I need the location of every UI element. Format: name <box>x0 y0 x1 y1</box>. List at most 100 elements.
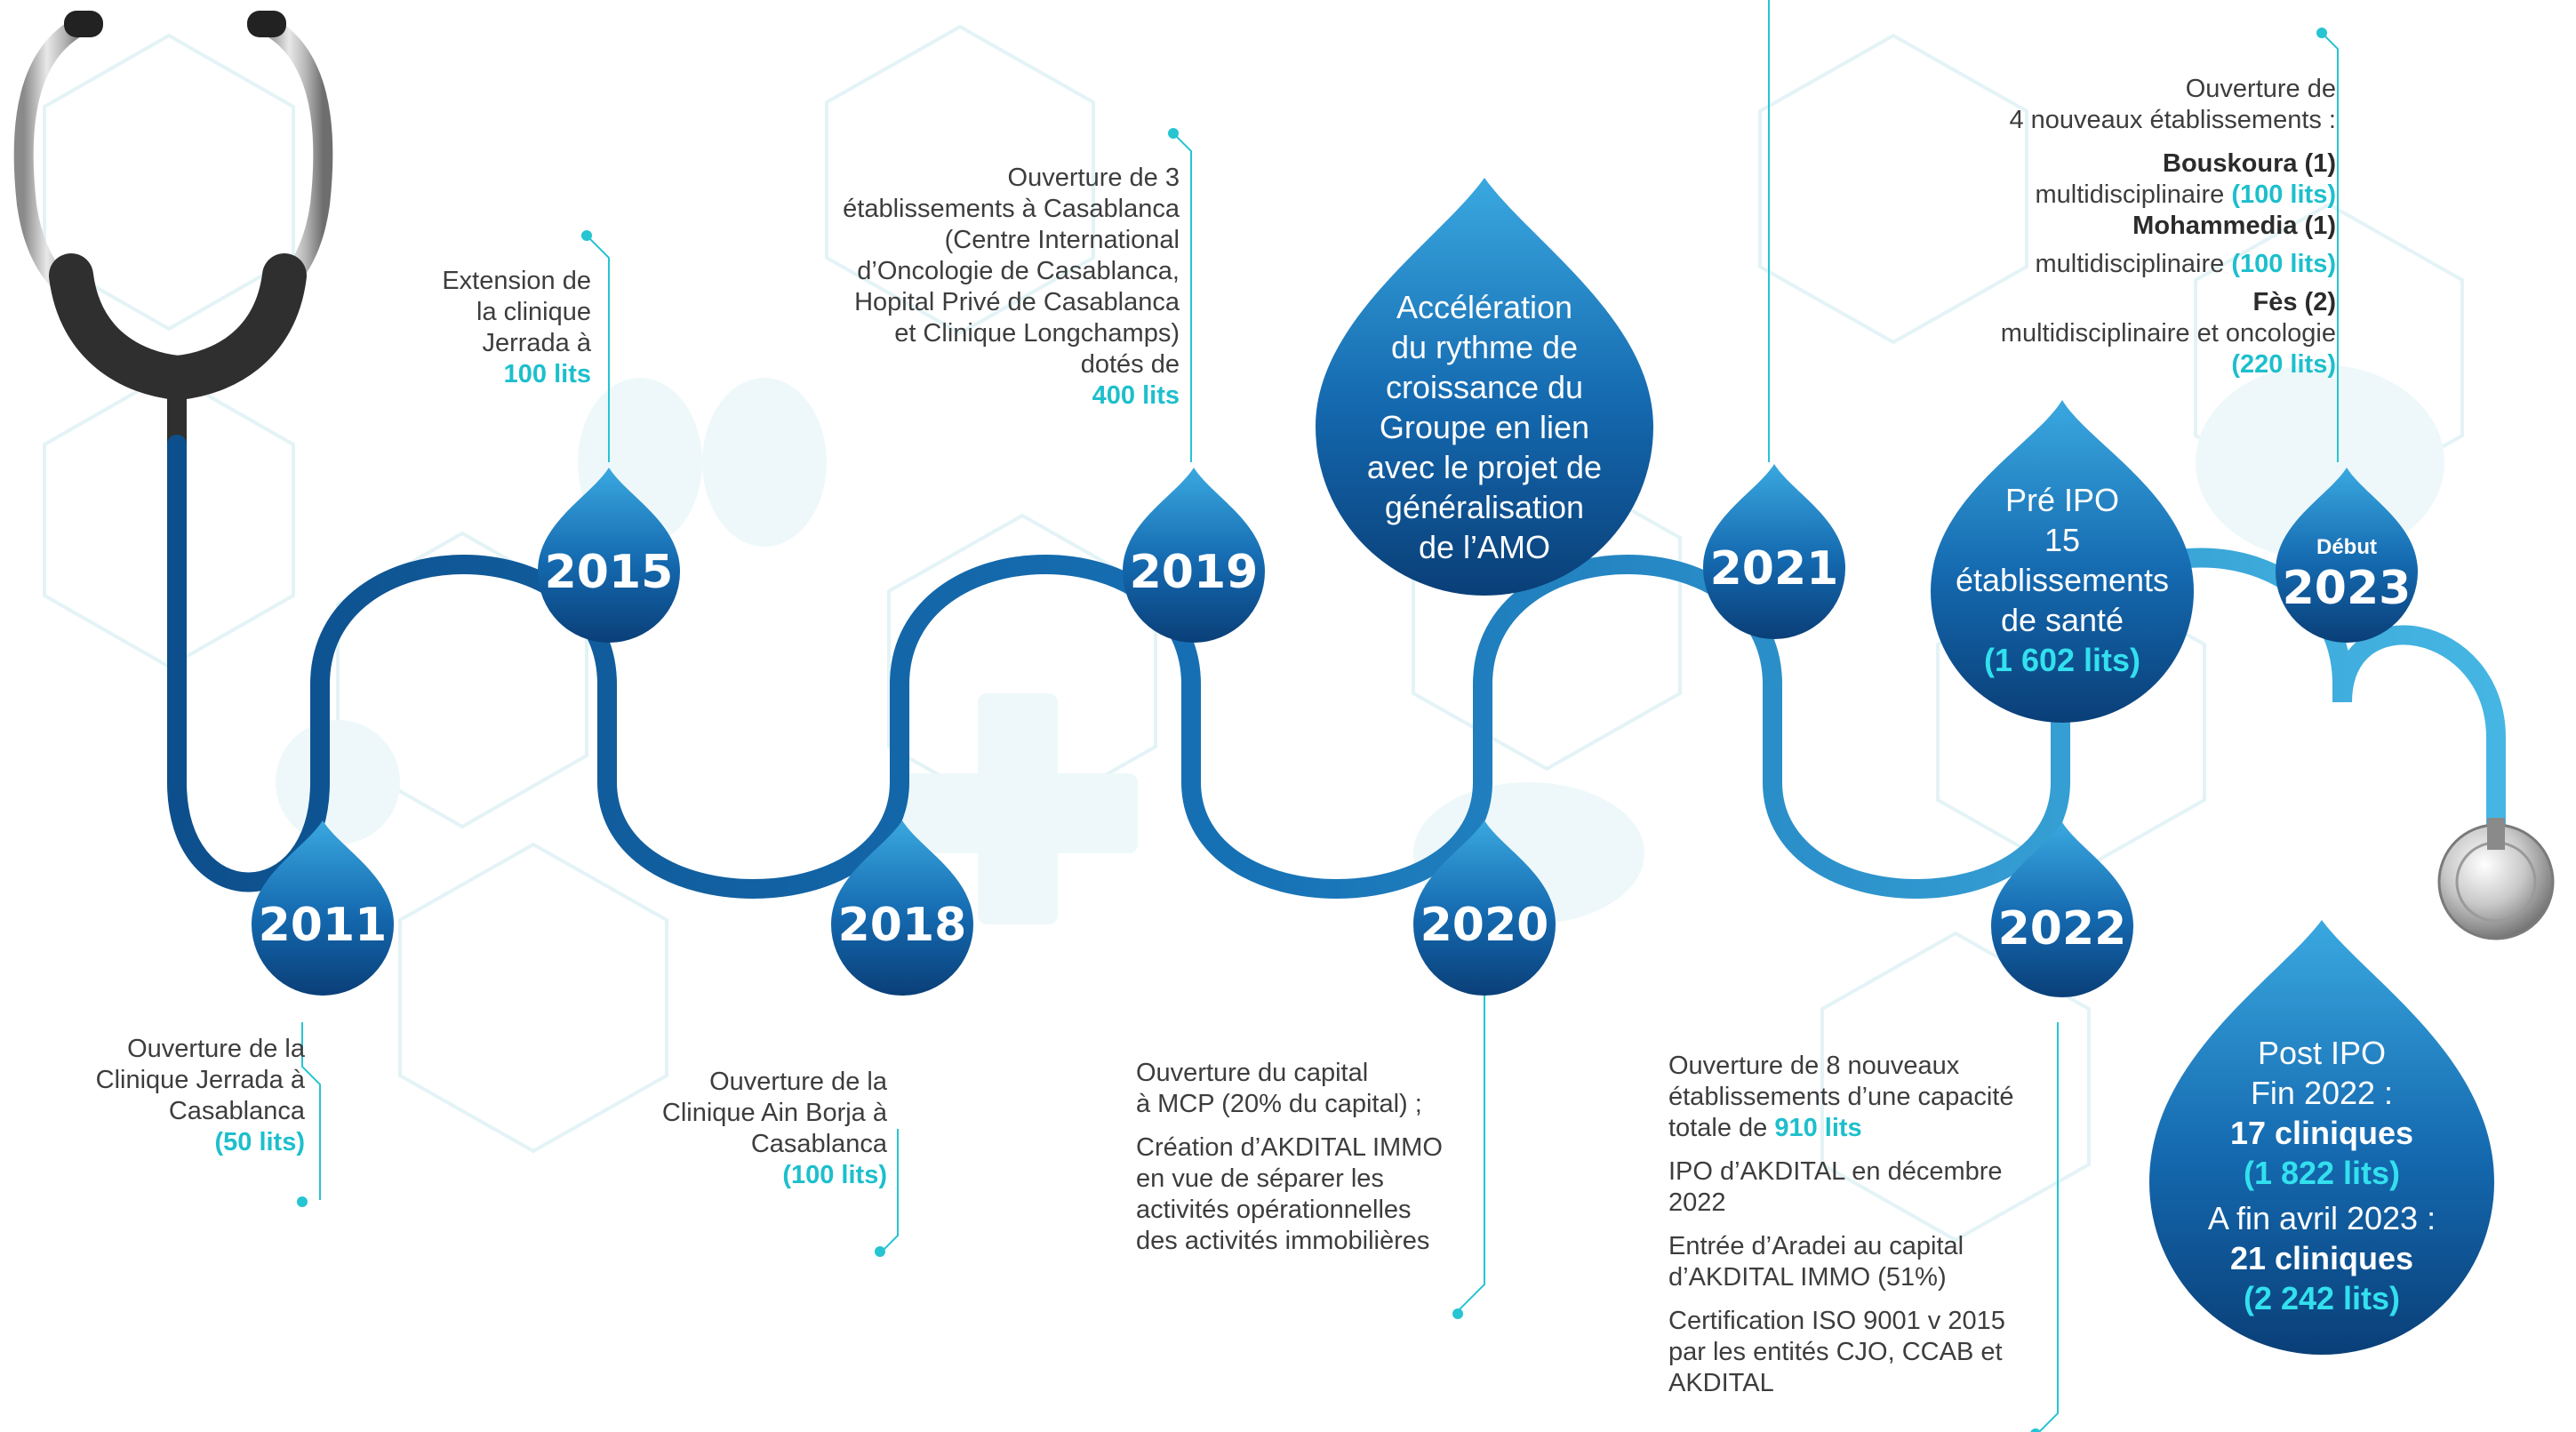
event-2022: Ouverture de 8 nouveaux établissements d… <box>1668 1051 2014 1412</box>
event-2018: Ouverture de la Clinique Ain Borja à Cas… <box>662 1067 887 1191</box>
event-2020-paragraph-2: Création d’AKDITAL IMMO en vue de sépare… <box>1136 1132 1443 1257</box>
event-2019-line: dotés de <box>1080 350 1180 379</box>
event-2020: Ouverture du capital à MCP (20% du capit… <box>1136 1058 1443 1269</box>
event-2019-line: Hopital Privé de Casablanca <box>854 288 1180 316</box>
event-2022-line: Entrée d’Aradei au capital <box>1668 1232 1964 1260</box>
pre-ipo-beds: (1 602 lits) <box>1983 642 2141 678</box>
post-ipo-date-2023: A fin avril 2023 : <box>2207 1200 2436 1236</box>
event-2020-paragraph-1: Ouverture du capital à MCP (20% du capit… <box>1136 1058 1443 1120</box>
event-2022-line: IPO d’AKDITAL en décembre <box>1668 1157 2003 1186</box>
event-2023-beds-fes: (220 lits) <box>2231 350 2336 379</box>
year-label-2020: 2020 <box>1420 899 1549 952</box>
event-2019-line: Ouverture de 3 <box>1007 164 1180 192</box>
acceleration-text: Accélération du rythme de croissance du … <box>1307 287 1662 567</box>
event-2023-beds-mohammedia: (100 lits) <box>2231 250 2336 278</box>
drop-2019 <box>1123 468 1265 643</box>
event-2020-line: à MCP (20% du capital) ; <box>1136 1090 1422 1118</box>
event-2022-beds: 910 lits <box>1774 1114 1862 1142</box>
acceleration-line: croissance du <box>1385 369 1584 405</box>
drop-2015 <box>538 468 680 643</box>
acceleration-line: généralisation <box>1384 489 1585 525</box>
event-2023-city-mohammedia: Mohammedia (1) <box>2132 212 2336 240</box>
year-label-2023-debut: Début <box>2316 535 2377 559</box>
event-2022-line: par les entités CJO, CCAB et <box>1668 1338 2003 1366</box>
post-ipo-beds-2022: (1 822 lits) <box>2243 1155 2401 1191</box>
event-2018-line: Ouverture de la <box>709 1068 887 1096</box>
acceleration-line: Groupe en lien <box>1379 409 1590 445</box>
pre-ipo-line: Pré IPO <box>2004 482 2120 518</box>
big-info-drops <box>1316 178 2494 1355</box>
event-2020-line: des activités immobilières <box>1136 1227 1430 1255</box>
event-2018-beds: (100 lits) <box>782 1161 887 1189</box>
year-label-2018: 2018 <box>837 899 967 952</box>
acceleration-line: du rythme de <box>1390 329 1579 365</box>
event-2020-line: activités opérationnelles <box>1136 1196 1412 1224</box>
pre-ipo-text: Pré IPO 15 établissements de santé (1 60… <box>1929 480 2196 680</box>
event-2019-line: d’Oncologie de Casablanca, <box>857 257 1180 285</box>
event-2011: Ouverture de la Clinique Jerrada à Casab… <box>96 1034 305 1158</box>
acceleration-line: avec le projet de <box>1366 449 1603 485</box>
drop-acceleration <box>1316 178 1653 596</box>
event-2019: Ouverture de 3 établissements à Casablan… <box>843 163 1180 412</box>
event-2023-intro: 4 nouveaux établissements : <box>2009 106 2336 134</box>
event-2020-line: Ouverture du capital <box>1136 1059 1369 1087</box>
event-2022-line: AKDITAL <box>1668 1369 1774 1397</box>
drop-2018 <box>831 820 973 996</box>
post-ipo-clinics-2022: 17 cliniques <box>2229 1115 2414 1151</box>
event-2015: Extension de la clinique Jerrada à 100 l… <box>442 266 591 390</box>
event-2018-line: Clinique Ain Borja à <box>661 1099 887 1127</box>
drop-2021 <box>1703 464 1845 639</box>
event-2023-type-bouskoura: multidisciplinaire (100 lits) <box>2001 180 2336 211</box>
event-2015-beds: 100 lits <box>503 360 591 388</box>
leader-dots <box>297 28 2327 1432</box>
acceleration-line: de l’AMO <box>1418 529 1551 565</box>
event-2022-line: d’AKDITAL IMMO (51%) <box>1668 1263 1947 1292</box>
event-2022-paragraph-4: Certification ISO 9001 v 2015 par les en… <box>1668 1306 2014 1399</box>
event-2019-line: établissements à Casablanca <box>843 195 1180 223</box>
year-label-2015: 2015 <box>544 546 674 599</box>
event-2020-line: Création d’AKDITAL IMMO <box>1136 1133 1443 1162</box>
stethoscope-headset-icon <box>13 11 333 444</box>
pre-ipo-line: de santé <box>2000 602 2124 638</box>
pre-ipo-line: 15 <box>2044 522 2081 558</box>
event-2022-line: établissements d’une capacité <box>1668 1083 2014 1111</box>
drop-2023 <box>2276 468 2418 643</box>
event-2015-line: la clinique <box>476 298 591 326</box>
event-2011-line: Casablanca <box>168 1097 305 1125</box>
event-2019-line: et Clinique Longchamps) <box>894 319 1180 348</box>
event-2019-line: (Centre International <box>944 226 1180 254</box>
drop-pre-ipo <box>1931 400 2194 723</box>
year-label-2021: 2021 <box>1709 542 1839 596</box>
event-2022-line: totale de 910 lits <box>1668 1113 2014 1144</box>
year-label-2022: 2022 <box>1997 902 2127 956</box>
pre-ipo-line: établissements <box>1955 562 2170 598</box>
acceleration-line: Accélération <box>1396 289 1573 325</box>
event-2022-paragraph-1: Ouverture de 8 nouveaux établissements d… <box>1668 1051 2014 1144</box>
event-2023-city-fes: Fès (2) <box>2252 288 2336 316</box>
post-ipo-text: Post IPO Fin 2022 : 17 cliniques (1 822 … <box>2144 1033 2500 1318</box>
event-2018-line: Casablanca <box>750 1130 887 1158</box>
year-drops <box>252 464 2418 997</box>
event-2022-line: Ouverture de 8 nouveaux <box>1668 1052 1960 1080</box>
event-2011-beds: (50 lits) <box>214 1128 305 1156</box>
year-label-2023: 2023 <box>2282 562 2412 615</box>
event-2015-line: Extension de <box>442 267 591 295</box>
year-label-2019: 2019 <box>1129 546 1259 599</box>
post-ipo-date-2022: Fin 2022 : <box>2250 1075 2394 1111</box>
event-2023-type-label: multidisciplinaire <box>2035 250 2232 278</box>
event-2020-line: en vue de séparer les <box>1136 1164 1384 1193</box>
year-label-2011: 2011 <box>258 899 388 952</box>
event-2011-line: Ouverture de la <box>127 1035 305 1063</box>
drop-2011 <box>252 820 394 996</box>
post-ipo-clinics-2023: 21 cliniques <box>2229 1240 2414 1276</box>
event-2023-type-fes: multidisciplinaire et oncologie <box>2000 319 2336 348</box>
event-2023-beds-bouskoura: (100 lits) <box>2231 180 2336 209</box>
event-2011-line: Clinique Jerrada à <box>95 1066 305 1094</box>
event-2023-type-mohammedia: multidisciplinaire (100 lits) <box>2001 249 2336 280</box>
event-2022-total-label: totale de <box>1668 1114 1775 1142</box>
event-2022-paragraph-3: Entrée d’Aradei au capital d’AKDITAL IMM… <box>1668 1231 2014 1293</box>
drop-2020 <box>1413 820 1556 996</box>
event-2019-beds: 400 lits <box>1092 381 1180 410</box>
event-2023-city-bouskoura: Bouskoura (1) <box>2163 149 2336 178</box>
drop-2022 <box>1991 822 2133 997</box>
